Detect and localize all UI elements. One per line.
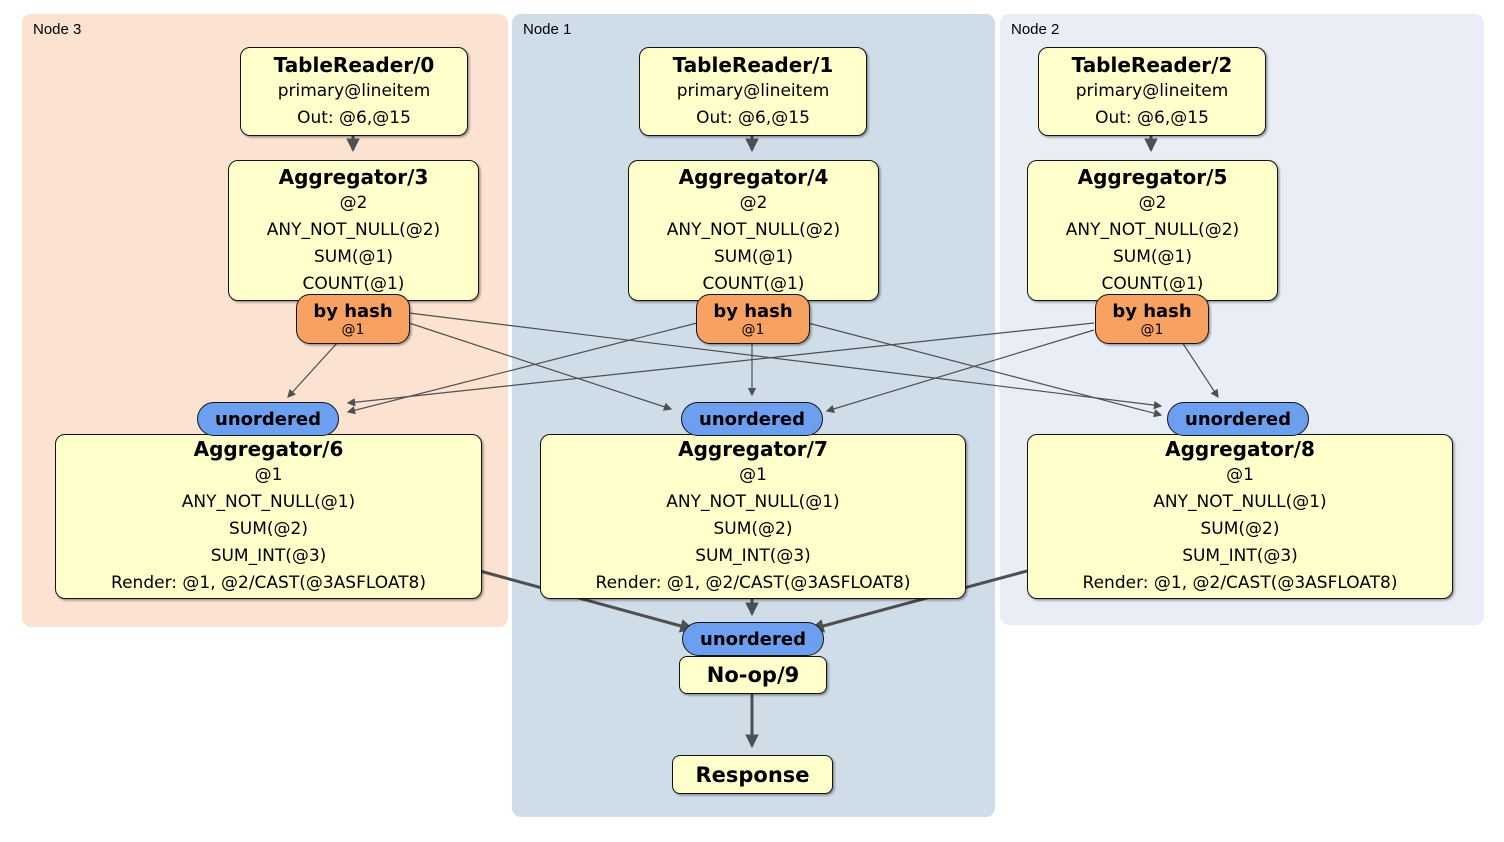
processor-response: Response	[672, 755, 833, 794]
processor-detail: SUM(@2)	[229, 519, 308, 539]
processor-detail: Out: @6,@15	[1095, 107, 1209, 128]
processor-tablereader-0: TableReader/0 primary@lineitem Out: @6,@…	[240, 47, 468, 136]
processor-title: TableReader/0	[273, 52, 435, 77]
processor-aggregator-8: Aggregator/8 @1 ANY_NOT_NULL(@1) SUM(@2)…	[1027, 434, 1453, 599]
sync-label: unordered	[1185, 408, 1291, 430]
router-detail: @1	[741, 321, 765, 338]
processor-detail: @1	[1226, 465, 1254, 485]
processor-detail: SUM(@2)	[713, 519, 793, 539]
processor-title: TableReader/1	[672, 52, 834, 77]
processor-aggregator-5: Aggregator/5 @2 ANY_NOT_NULL(@2) SUM(@1)…	[1027, 160, 1278, 301]
processor-tablereader-2: TableReader/2 primary@lineitem Out: @6,@…	[1038, 47, 1266, 136]
processor-detail: Render: @1, @2/CAST(@3ASFLOAT8)	[1082, 573, 1398, 593]
sync-unordered-node3: unordered	[197, 402, 339, 436]
processor-title: Aggregator/8	[1165, 437, 1315, 461]
processor-title: Aggregator/5	[1077, 164, 1228, 189]
router-detail: @1	[341, 321, 365, 338]
sync-unordered-node1: unordered	[681, 402, 823, 436]
processor-aggregator-4: Aggregator/4 @2 ANY_NOT_NULL(@2) SUM(@1)…	[628, 160, 879, 301]
processor-detail: ANY_NOT_NULL(@2)	[666, 219, 841, 240]
processor-detail: @2	[1138, 192, 1167, 213]
sync-unordered-node2: unordered	[1167, 402, 1309, 436]
processor-aggregator-3: Aggregator/3 @2 ANY_NOT_NULL(@2) SUM(@1)…	[228, 160, 479, 301]
router-label: by hash	[1112, 300, 1192, 322]
processor-detail: SUM_INT(@3)	[210, 546, 327, 566]
processor-title: Aggregator/6	[193, 437, 344, 461]
processor-detail: @1	[254, 465, 283, 485]
processor-detail: SUM(@2)	[1200, 519, 1280, 539]
processor-detail: Render: @1, @2/CAST(@3ASFLOAT8)	[595, 573, 911, 593]
processor-detail: SUM_INT(@3)	[1182, 546, 1298, 566]
sync-label: unordered	[700, 628, 806, 650]
processor-detail: Out: @6,@15	[297, 107, 411, 128]
router-by-hash-node1: by hash @1	[696, 294, 810, 344]
processor-noop-9: No-op/9	[679, 656, 827, 694]
router-label: by hash	[713, 300, 793, 322]
processor-detail: @2	[339, 192, 368, 213]
processor-title: Aggregator/4	[678, 164, 829, 189]
processor-detail: SUM(@1)	[314, 246, 393, 267]
processor-title: Aggregator/7	[678, 437, 828, 461]
processor-detail: ANY_NOT_NULL(@2)	[266, 219, 441, 240]
processor-title: Response	[695, 762, 810, 787]
processor-detail: primary@lineitem	[1075, 80, 1229, 101]
processor-detail: SUM(@1)	[1113, 246, 1192, 267]
sync-unordered-final: unordered	[682, 622, 824, 656]
sync-label: unordered	[699, 408, 805, 430]
processor-detail: primary@lineitem	[676, 80, 830, 101]
processor-detail: ANY_NOT_NULL(@1)	[181, 492, 356, 512]
router-detail: @1	[1140, 321, 1164, 338]
processor-detail: ANY_NOT_NULL(@1)	[666, 492, 840, 512]
region-label: Node 3	[33, 21, 82, 38]
processor-title: TableReader/2	[1071, 52, 1233, 77]
processor-aggregator-6: Aggregator/6 @1 ANY_NOT_NULL(@1) SUM(@2)…	[55, 434, 482, 599]
processor-detail: @1	[739, 465, 767, 485]
router-label: by hash	[313, 300, 393, 322]
processor-title: No-op/9	[706, 663, 800, 687]
sync-label: unordered	[215, 408, 321, 430]
processor-aggregator-7: Aggregator/7 @1 ANY_NOT_NULL(@1) SUM(@2)…	[540, 434, 966, 599]
processor-tablereader-1: TableReader/1 primary@lineitem Out: @6,@…	[639, 47, 867, 136]
processor-detail: SUM(@1)	[714, 246, 793, 267]
processor-detail: ANY_NOT_NULL(@2)	[1065, 219, 1240, 240]
router-by-hash-node3: by hash @1	[296, 294, 410, 344]
processor-detail: COUNT(@1)	[702, 273, 805, 294]
processor-detail: Out: @6,@15	[696, 107, 810, 128]
processor-title: Aggregator/3	[278, 164, 429, 189]
processor-detail: @2	[739, 192, 768, 213]
processor-detail: ANY_NOT_NULL(@1)	[1153, 492, 1327, 512]
processor-detail: SUM_INT(@3)	[695, 546, 811, 566]
processor-detail: COUNT(@1)	[1101, 273, 1204, 294]
processor-detail: COUNT(@1)	[302, 273, 405, 294]
router-by-hash-node2: by hash @1	[1095, 294, 1209, 344]
processor-detail: primary@lineitem	[277, 80, 431, 101]
region-label: Node 1	[523, 21, 572, 38]
processor-detail: Render: @1, @2/CAST(@3ASFLOAT8)	[111, 573, 426, 593]
region-label: Node 2	[1011, 21, 1060, 38]
